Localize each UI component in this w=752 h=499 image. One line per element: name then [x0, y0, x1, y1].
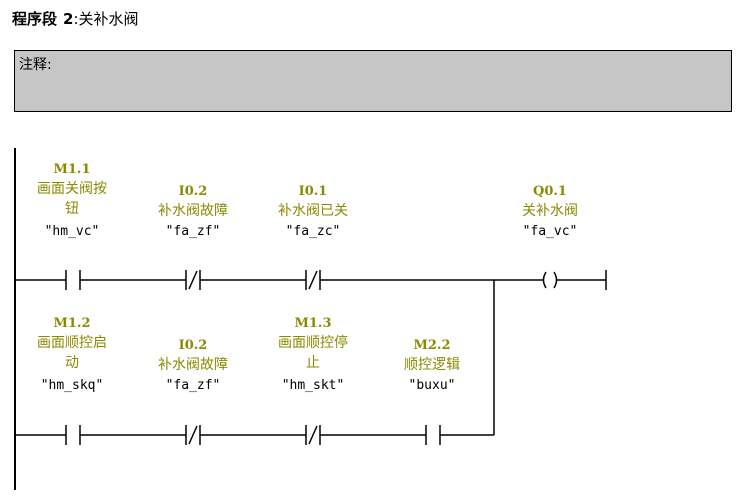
contact-symbol: "hm_skq" [40, 378, 104, 393]
contact-address: I0.2 [178, 338, 208, 353]
contact-address: I0.2 [178, 184, 208, 199]
contact-name: 补水阀已关 [278, 203, 348, 219]
contact-name-cont: 钮 [65, 201, 79, 217]
contact-symbol: "fa_zf" [165, 378, 221, 393]
contact-name: 补水阀故障 [158, 203, 228, 219]
coil-address: Q0.1 [533, 184, 567, 199]
contact-symbol: "fa_zc" [285, 224, 341, 239]
segment-number: 2 [63, 10, 74, 28]
contact-name: 画面顺控停 [278, 335, 348, 351]
contact-nc[interactable] [305, 425, 321, 445]
contact-nc[interactable] [185, 270, 201, 290]
contact-nc[interactable] [305, 270, 321, 290]
contact-symbol: "hm_vc" [44, 224, 100, 239]
contact-no[interactable] [65, 425, 81, 445]
contact-name: 顺控逻辑 [404, 357, 460, 373]
contact-address: I0.1 [298, 184, 328, 199]
contact-no[interactable] [65, 270, 81, 290]
contact-symbol: "fa_zf" [165, 224, 221, 239]
segment-title: 程序段 2:关补水阀 [12, 8, 139, 29]
comment-box[interactable]: 注释: [14, 50, 732, 112]
contact-address: M2.2 [413, 338, 451, 353]
contact-no[interactable] [425, 425, 441, 445]
contact-nc[interactable] [185, 425, 201, 445]
contact-address: M1.1 [53, 162, 91, 177]
contact-symbol: "buxu" [408, 378, 456, 393]
segment-separator: : [73, 10, 79, 28]
contact-address: M1.3 [294, 316, 332, 331]
rung-2-wires [15, 280, 495, 436]
comment-label: 注释: [19, 57, 52, 73]
contact-name: 画面顺控启 [37, 335, 107, 351]
segment-name: 关补水阀 [78, 10, 139, 28]
contact-name-cont: 止 [306, 355, 320, 371]
coil-name: 关补水阀 [522, 203, 578, 219]
coil[interactable] [540, 271, 560, 289]
contact-name: 画面关阀按 [37, 181, 107, 197]
contact-address: M1.2 [53, 316, 91, 331]
contact-name: 补水阀故障 [158, 357, 228, 373]
coil-symbol: "fa_vc" [522, 224, 578, 239]
segment-label: 程序段 [12, 10, 58, 28]
contact-symbol: "hm_skt" [281, 378, 345, 393]
contact-name-cont: 动 [65, 355, 79, 371]
